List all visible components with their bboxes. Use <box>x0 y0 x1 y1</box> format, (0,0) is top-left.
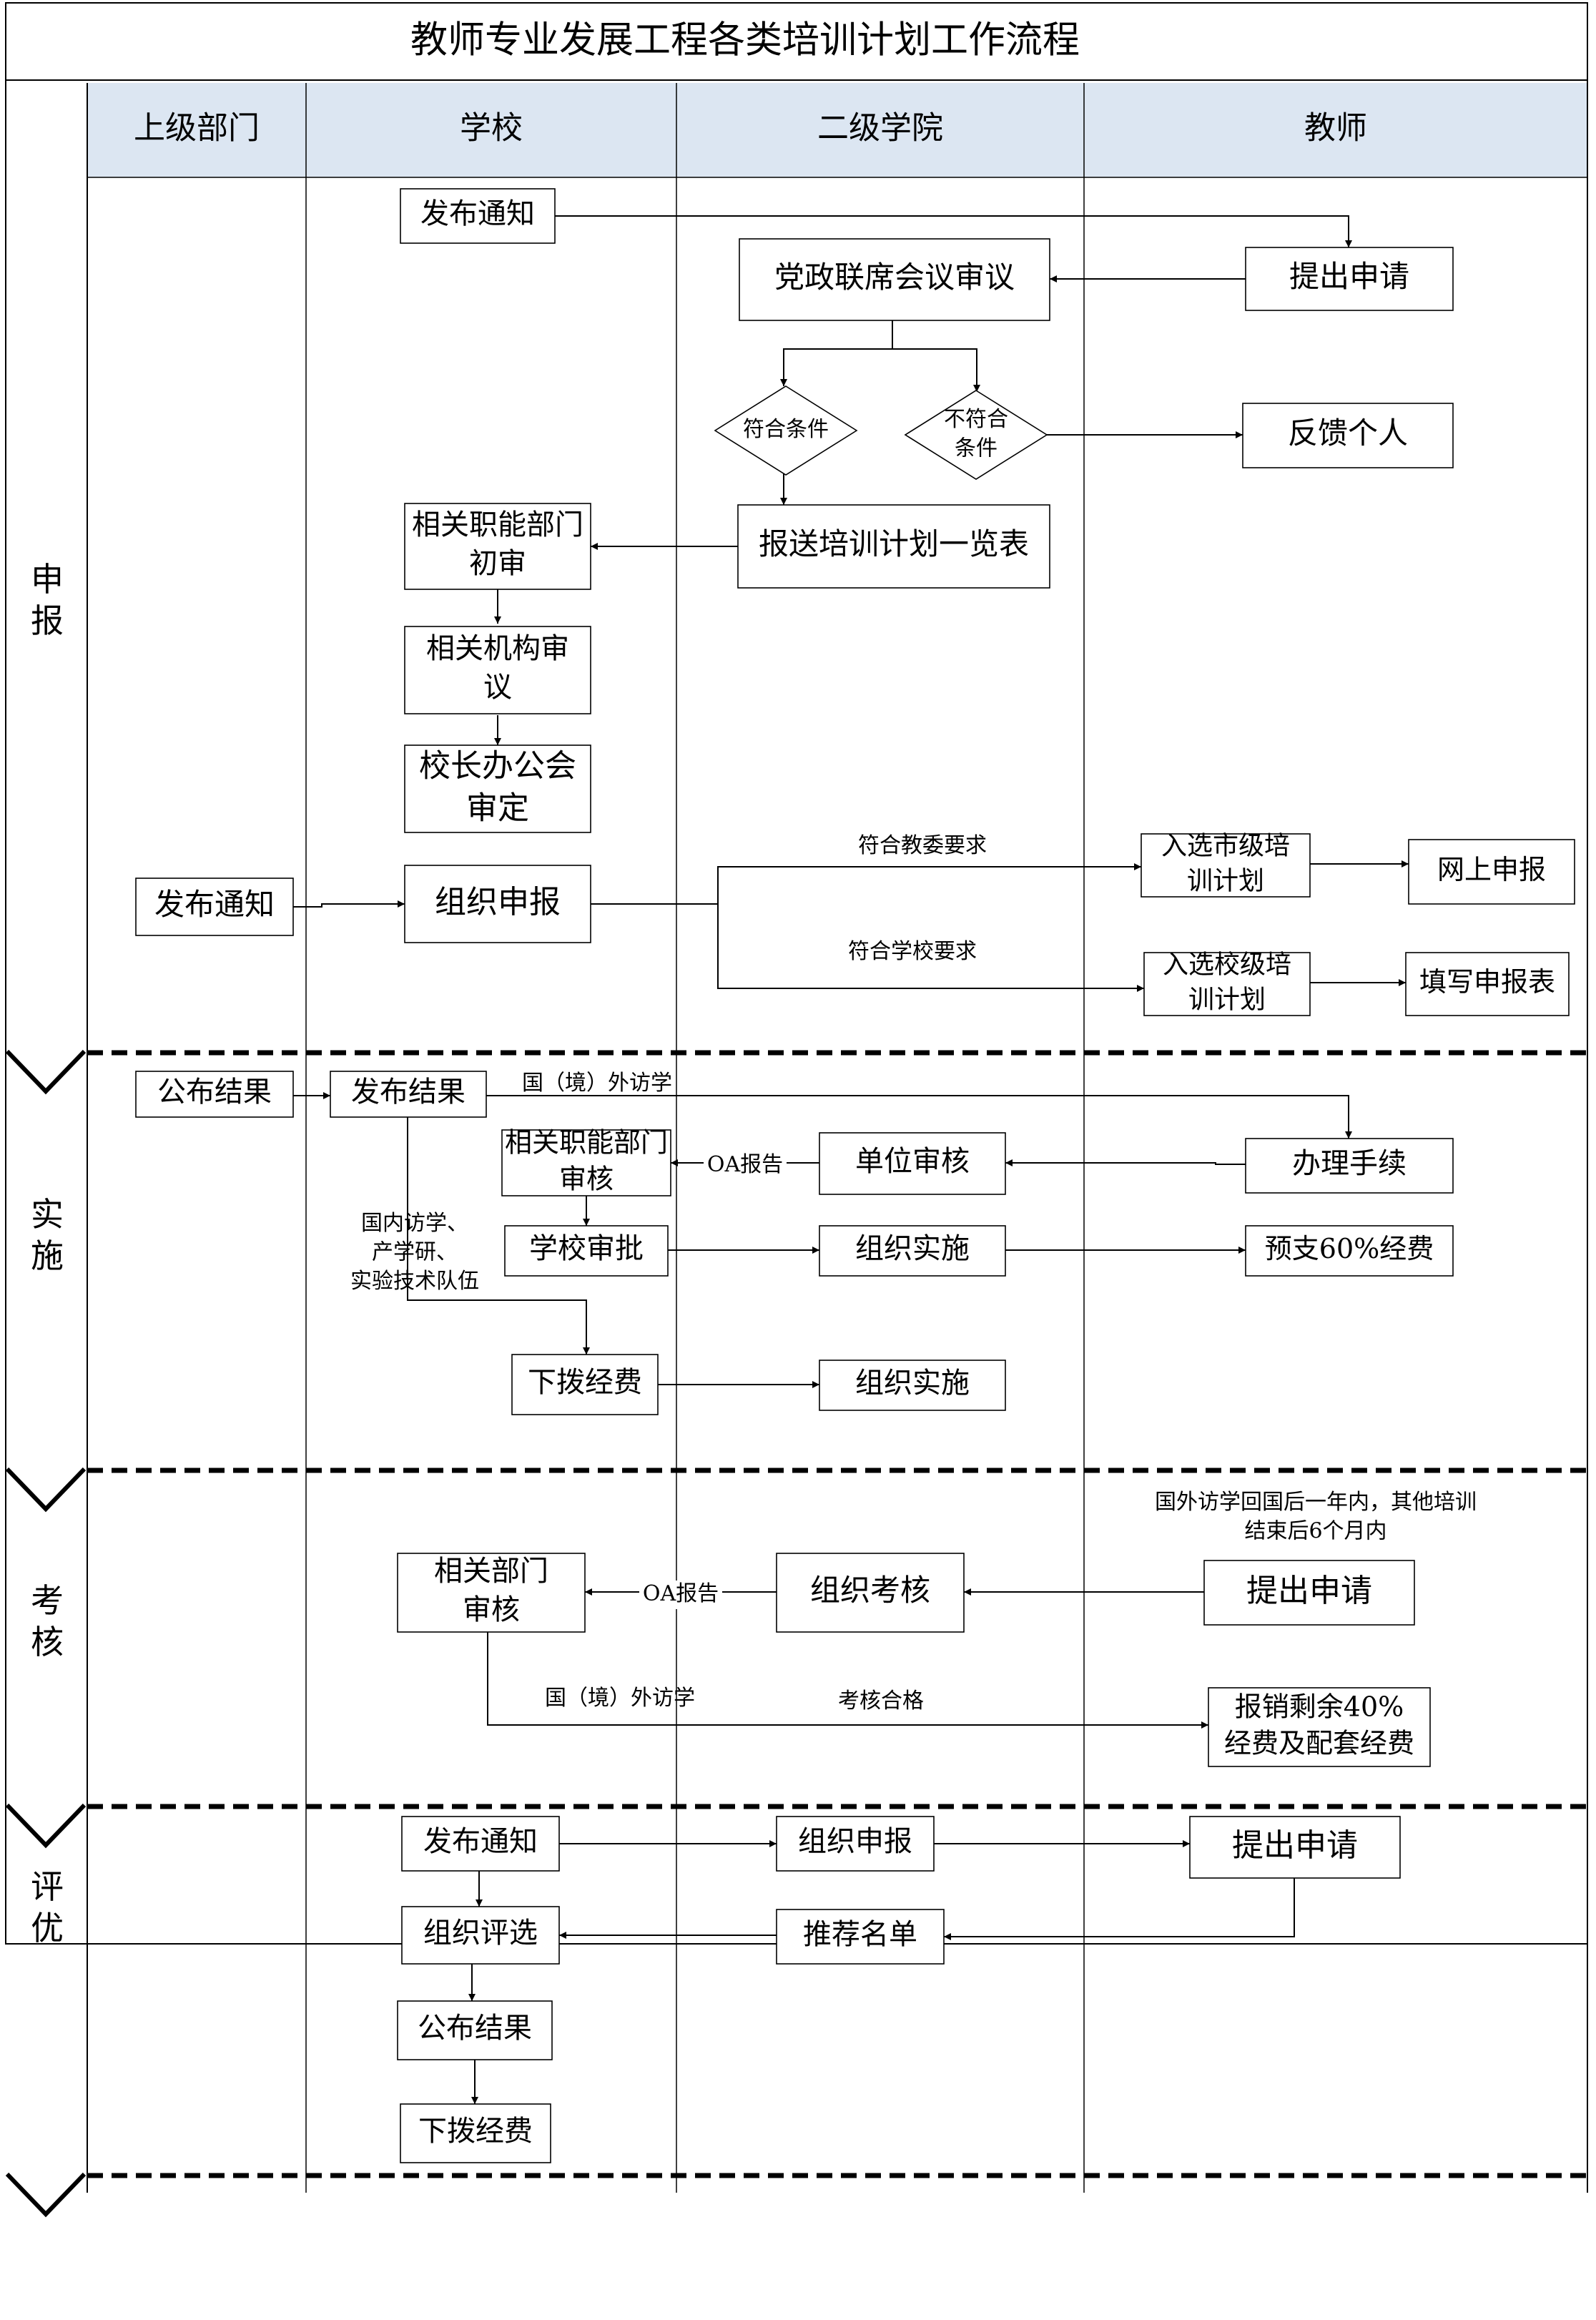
node-label: 相关部门审核 <box>434 1555 548 1626</box>
node-p-result: 公布结果 <box>397 2000 553 2060</box>
node-p-allocate: 下拨经费 <box>400 2103 551 2163</box>
phase-label-apply: 申报 <box>31 560 64 640</box>
connectors <box>293 215 1409 2104</box>
node-i-implement: 组织实施 <box>819 1225 1006 1277</box>
node-label: 提出申请 <box>1246 1573 1372 1609</box>
lane-header-college: 二级学院 <box>817 110 943 147</box>
edge-label-passed: 考核合格 <box>838 1689 924 1714</box>
node-k-dept-review: 相关部门审核 <box>397 1553 586 1633</box>
node-label: 校长办公会审定 <box>419 747 576 826</box>
node-label: 党政联席会议审议 <box>774 260 1015 295</box>
node-label: 组织考核 <box>810 1573 930 1608</box>
lane-header-teacher: 教师 <box>1304 110 1367 147</box>
node-label: 组织评选 <box>423 1917 538 1950</box>
node-label: 发布通知 <box>420 197 535 230</box>
node-p-recommend: 推荐名单 <box>776 1909 945 1965</box>
phase-label-award: 评优 <box>31 1867 64 1947</box>
node-s-notice: 发布通知 <box>400 188 556 244</box>
node-i-result: 发布结果 <box>330 1071 487 1118</box>
node-label: 不符合条件 <box>944 407 1008 461</box>
node-label: 发布通知 <box>423 1825 538 1858</box>
node-p-organize: 组织申报 <box>776 1816 935 1872</box>
node-s-dept-review: 相关职能部门初审 <box>404 503 591 590</box>
node-s-president: 校长办公会审定 <box>404 744 591 833</box>
node-s-feedback: 反馈个人 <box>1242 403 1454 468</box>
node-p-select: 组织评选 <box>401 1906 560 1965</box>
node-label: 入选校级培训计划 <box>1163 950 1291 1015</box>
node-i-unit-review: 单位审核 <box>819 1132 1006 1195</box>
phase-label-implement: 实施 <box>31 1195 64 1275</box>
node-label: 下拨经费 <box>528 1366 642 1399</box>
node-label: 公布结果 <box>418 2012 532 2045</box>
node-s-ok: 符合条件 <box>714 385 858 476</box>
node-s-city: 入选市级培训计划 <box>1141 832 1311 898</box>
node-s-submit: 提出申请 <box>1245 247 1454 311</box>
node-label: 公布结果 <box>157 1076 272 1109</box>
flow-nodes: 发布通知提出申请党政联席会议审议符合条件不符合条件反馈个人报送培训计划一览表相关… <box>135 188 1575 2163</box>
node-i-procedure: 办理手续 <box>1245 1138 1454 1194</box>
edge-labels: 符合教委要求符合学校要求国（境）外访学OA报告国内访学、产学研、实验技术队伍OA… <box>350 833 1477 1714</box>
node-s-organize: 组织申报 <box>404 865 591 943</box>
node-label: 入选市级培训计划 <box>1161 832 1290 896</box>
node-k-submit: 提出申请 <box>1203 1560 1415 1626</box>
node-i-up-result: 公布结果 <box>135 1071 294 1118</box>
edge-label-school-req: 符合学校要求 <box>848 939 977 964</box>
node-i-implement2: 组织实施 <box>819 1360 1006 1411</box>
frame <box>5 2 1588 2218</box>
node-s-report: 报送培训计划一览表 <box>737 504 1050 589</box>
page-title: 教师专业发展工程各类培训计划工作流程 <box>410 19 1080 62</box>
node-label: 组织申报 <box>435 884 561 920</box>
edge-label-oa2: OA报告 <box>643 1581 719 1606</box>
edge-label-deadline: 国外访学回国后一年内，其他培训结束后6个月内 <box>1155 1490 1477 1544</box>
node-label: 组织实施 <box>855 1232 970 1265</box>
node-p-notice: 发布通知 <box>401 1816 560 1872</box>
lane-header-superior: 上级部门 <box>134 110 260 147</box>
edge-label-abroad1: 国（境）外访学 <box>522 1071 672 1096</box>
node-label: 填写申报表 <box>1419 966 1555 998</box>
node-label: 单位审核 <box>855 1145 970 1178</box>
node-label: 推荐名单 <box>803 1918 917 1951</box>
phase-label-assess: 考核 <box>31 1581 64 1661</box>
node-label: 下拨经费 <box>418 2115 533 2148</box>
node-label: 提出申请 <box>1289 259 1409 294</box>
node-label: 预支60%经费 <box>1265 1233 1434 1264</box>
node-i-allocate: 下拨经费 <box>511 1354 659 1415</box>
node-label: 提出申请 <box>1232 1827 1358 1864</box>
node-p-submit: 提出申请 <box>1189 1816 1401 1879</box>
edge-label-domestic: 国内访学、产学研、实验技术队伍 <box>350 1211 479 1294</box>
edge-label-abroad2: 国（境）外访学 <box>545 1686 695 1711</box>
lane-header-school: 学校 <box>460 110 523 147</box>
node-label: 发布通知 <box>154 887 275 922</box>
node-s-org-review: 相关机构审议 <box>404 626 591 714</box>
node-label: 网上申报 <box>1437 854 1546 885</box>
node-k-organize: 组织考核 <box>776 1553 965 1633</box>
edge-label-city-req: 符合教委要求 <box>858 833 987 858</box>
node-s-fill-form: 填写申报表 <box>1405 952 1570 1016</box>
node-label: 组织申报 <box>798 1825 912 1858</box>
node-label: 相关职能部门审核 <box>505 1126 668 1194</box>
node-s-online: 网上申报 <box>1408 839 1575 905</box>
edge-label-oa1: OA报告 <box>707 1152 783 1177</box>
node-i-dept-review: 相关职能部门审核 <box>501 1126 671 1196</box>
node-s-school-plan: 入选校级培训计划 <box>1143 950 1311 1016</box>
node-s-meeting: 党政联席会议审议 <box>739 238 1050 321</box>
node-label: 组织实施 <box>855 1367 970 1400</box>
node-label: 相关职能部门初审 <box>412 508 583 580</box>
lane-header-band <box>87 83 1587 177</box>
node-label: 发布结果 <box>351 1076 466 1109</box>
node-i-approve: 学校审批 <box>504 1225 669 1277</box>
node-label: 符合条件 <box>743 417 829 442</box>
node-k-reimburse: 报销剩余40%经费及配套经费 <box>1208 1687 1431 1767</box>
node-s-up-notice: 发布通知 <box>135 878 294 936</box>
node-label: 相关机构审议 <box>426 632 569 704</box>
node-label: 反馈个人 <box>1288 416 1408 451</box>
node-s-not-ok: 不符合条件 <box>904 390 1048 480</box>
node-label: 学校审批 <box>529 1232 644 1265</box>
node-label: 报销剩余40%经费及配套经费 <box>1224 1691 1414 1759</box>
node-label: 办理手续 <box>1292 1147 1407 1180</box>
node-i-advance: 预支60%经费 <box>1245 1225 1454 1277</box>
node-label: 报送培训计划一览表 <box>759 526 1029 561</box>
